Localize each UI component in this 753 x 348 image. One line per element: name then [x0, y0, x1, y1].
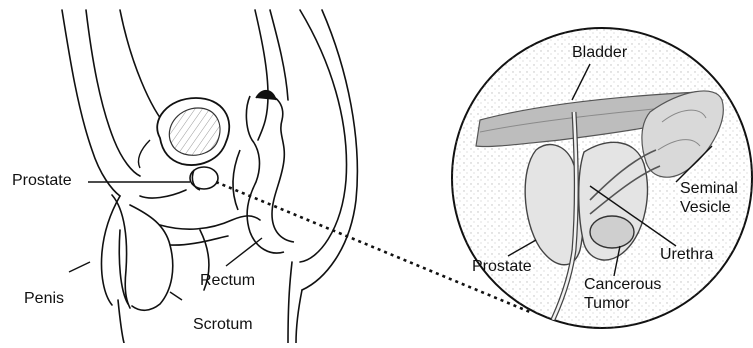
scrotum-shape — [130, 205, 260, 310]
label-scrotum: Scrotum — [193, 316, 253, 334]
rectum-shape — [233, 91, 294, 253]
label-seminal-vesicle-line1: Seminal — [680, 180, 738, 198]
label-cancerous-tumor-line2: Tumor — [584, 295, 630, 313]
label-rectum: Rectum — [200, 272, 255, 290]
label-cancerous-tumor-line1: Cancerous — [584, 276, 661, 294]
label-prostate-right: Prostate — [472, 258, 532, 276]
label-penis: Penis — [24, 290, 64, 308]
prostate-left-shape — [190, 167, 218, 190]
bladder-left — [138, 98, 229, 168]
label-urethra: Urethra — [660, 246, 713, 264]
label-seminal-vesicle-line2: Vesicle — [680, 199, 731, 217]
label-prostate-left: Prostate — [12, 172, 72, 190]
label-bladder: Bladder — [572, 44, 627, 62]
